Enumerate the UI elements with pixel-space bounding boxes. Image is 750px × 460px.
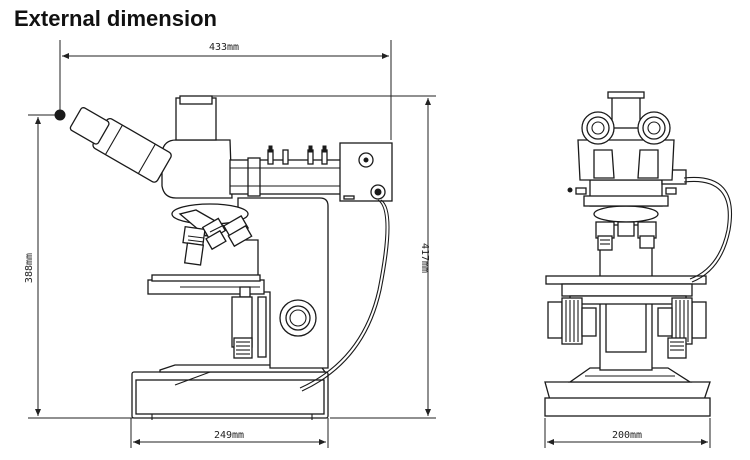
dimension-417-line <box>200 95 436 419</box>
dimension-433-line <box>59 40 392 140</box>
dimension-200-label: 200mm <box>612 430 642 441</box>
dimension-433-label: 433mm <box>209 42 239 53</box>
reference-point-marker <box>54 109 66 121</box>
front-view-microscope <box>544 91 732 417</box>
dimension-200-line <box>544 418 711 448</box>
page-title: External dimension <box>14 6 217 31</box>
dimension-249-label: 249mm <box>214 430 244 441</box>
dimension-249-line <box>130 418 329 448</box>
side-view-microscope <box>54 95 393 420</box>
dimension-388-label: 388mm <box>24 253 35 283</box>
dimension-417-label: 417mm <box>419 243 430 273</box>
